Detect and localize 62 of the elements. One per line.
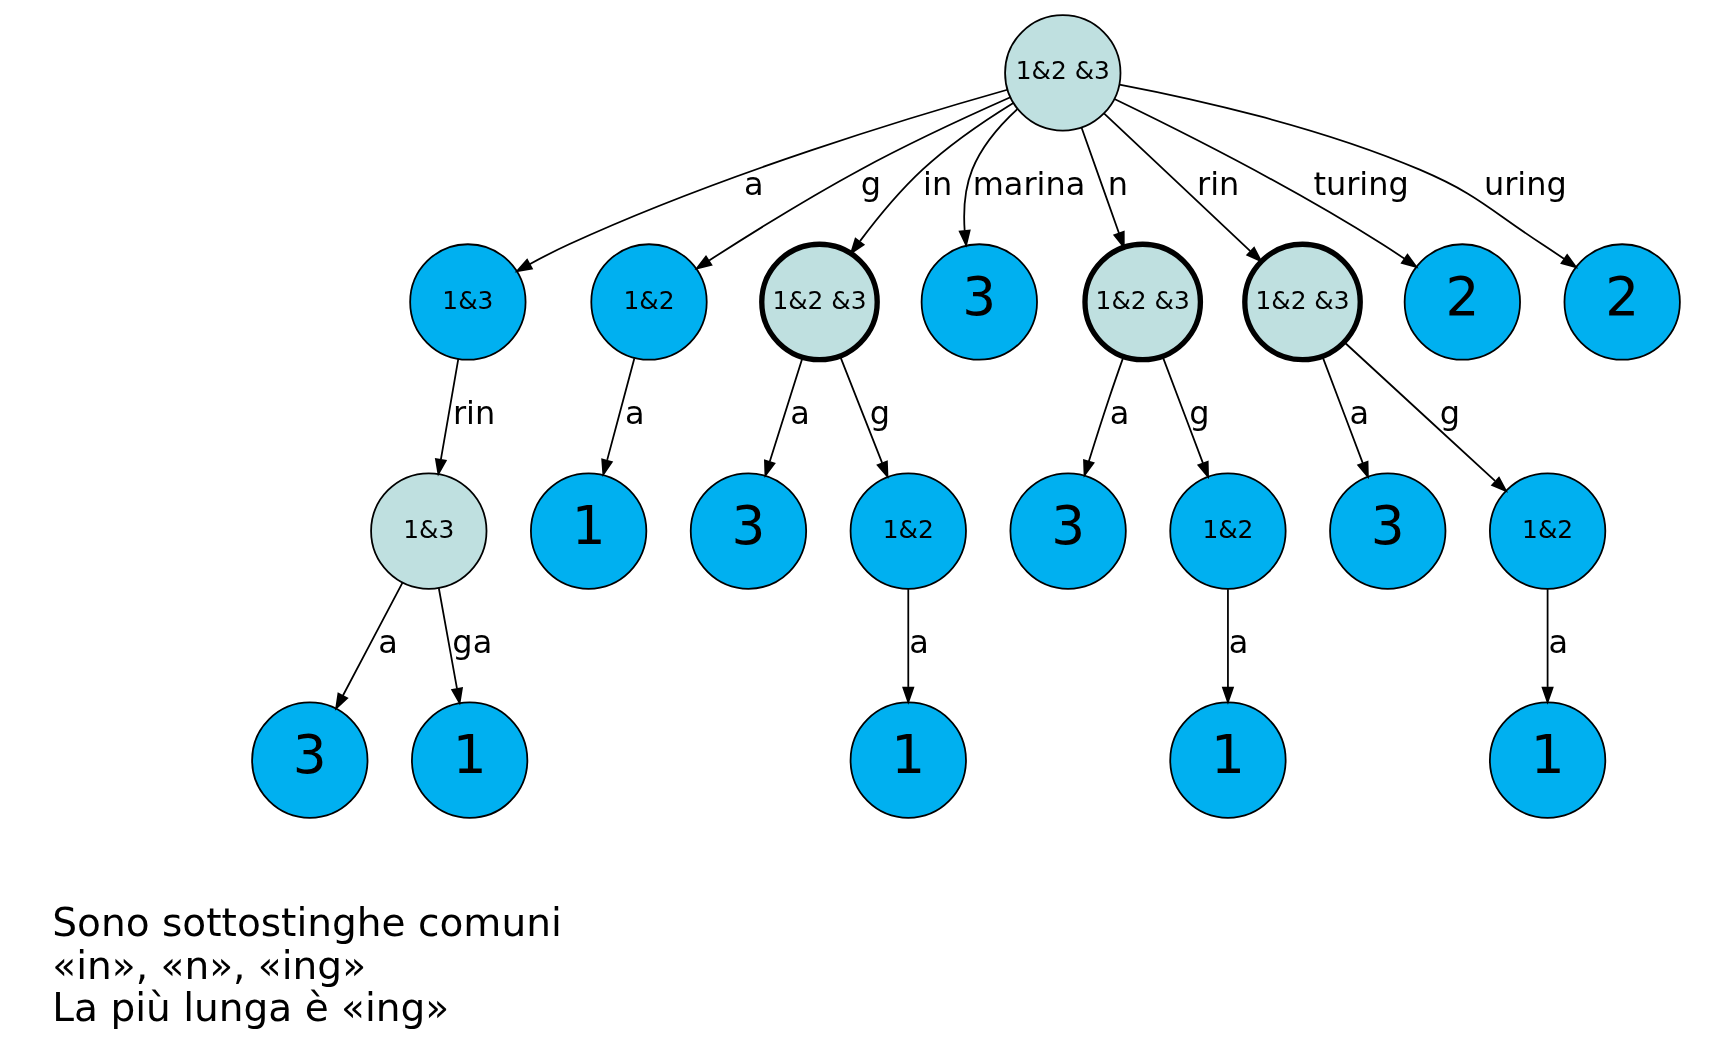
edge-label: g <box>860 165 882 204</box>
edge-label: rin <box>452 394 496 433</box>
arrow <box>1541 588 1554 705</box>
edge-label: a <box>1109 394 1130 433</box>
arrow <box>694 96 1012 270</box>
node-circle: 1&2 <box>590 243 708 361</box>
arrow <box>1221 588 1235 705</box>
edge-label: a <box>1548 623 1569 662</box>
arrow <box>1083 356 1125 478</box>
node-circle: 3 <box>1329 472 1447 590</box>
node-circle: 3 <box>251 701 369 819</box>
node-circle: 1&3 <box>409 243 527 361</box>
edge-label: rin <box>1197 165 1240 204</box>
arrow <box>1103 112 1263 263</box>
node-circle: 1 <box>411 701 529 819</box>
edge-label: a <box>909 623 929 662</box>
edge-label: a <box>625 394 645 433</box>
node-circle: 3 <box>689 472 808 590</box>
node-circle: 2 <box>1563 243 1681 361</box>
edge-label: a <box>743 165 764 204</box>
arrow <box>1161 355 1210 480</box>
arrow <box>902 588 915 705</box>
edge-label: in <box>923 165 953 204</box>
edge-label: ga <box>452 623 493 662</box>
node-circle: 3 <box>1009 472 1127 590</box>
node-circle: 2 <box>1403 243 1521 361</box>
node-circle: 1&3 <box>370 472 488 590</box>
node-circle: 3 <box>920 243 1038 361</box>
label: Sono sottostinghe comuni <box>52 900 562 946</box>
edge-label: g <box>869 394 891 433</box>
edge-label: a <box>378 623 398 662</box>
edge-label: uring <box>1483 165 1567 204</box>
edge-label: turing <box>1313 165 1409 204</box>
edge-label: a <box>1349 394 1370 433</box>
node-circle: 1&2 &3 <box>759 241 880 363</box>
arrow <box>1113 98 1419 269</box>
edge-label: n <box>1107 165 1128 204</box>
arrow <box>839 355 889 479</box>
arrow <box>601 357 636 477</box>
node-circle: 1&2 &3 <box>1082 241 1204 363</box>
arrow <box>849 102 1015 256</box>
arrow <box>434 358 460 477</box>
node-circle: 1 <box>530 472 648 590</box>
arrow <box>764 356 804 478</box>
edge-label: a <box>1228 623 1249 662</box>
node-circle: 1&2 &3 <box>1004 14 1122 132</box>
arrow <box>437 587 464 706</box>
edge-label: g <box>1439 394 1461 433</box>
arrow <box>958 108 1019 248</box>
node-circle: 1 <box>849 701 967 819</box>
node-circle: 1 <box>1489 701 1607 819</box>
edge-label: a <box>790 394 810 433</box>
arrow <box>1343 341 1508 493</box>
node-circle: 1&2 <box>849 472 967 590</box>
arrow <box>514 88 1009 273</box>
arrow <box>334 582 404 711</box>
arrow <box>1118 83 1579 269</box>
edge-label: marina <box>972 165 1086 204</box>
node-circle: 1 <box>1169 701 1287 819</box>
arrow <box>1321 355 1369 480</box>
node-circle: 1&2 <box>1169 472 1287 590</box>
edge-label: g <box>1189 394 1210 433</box>
